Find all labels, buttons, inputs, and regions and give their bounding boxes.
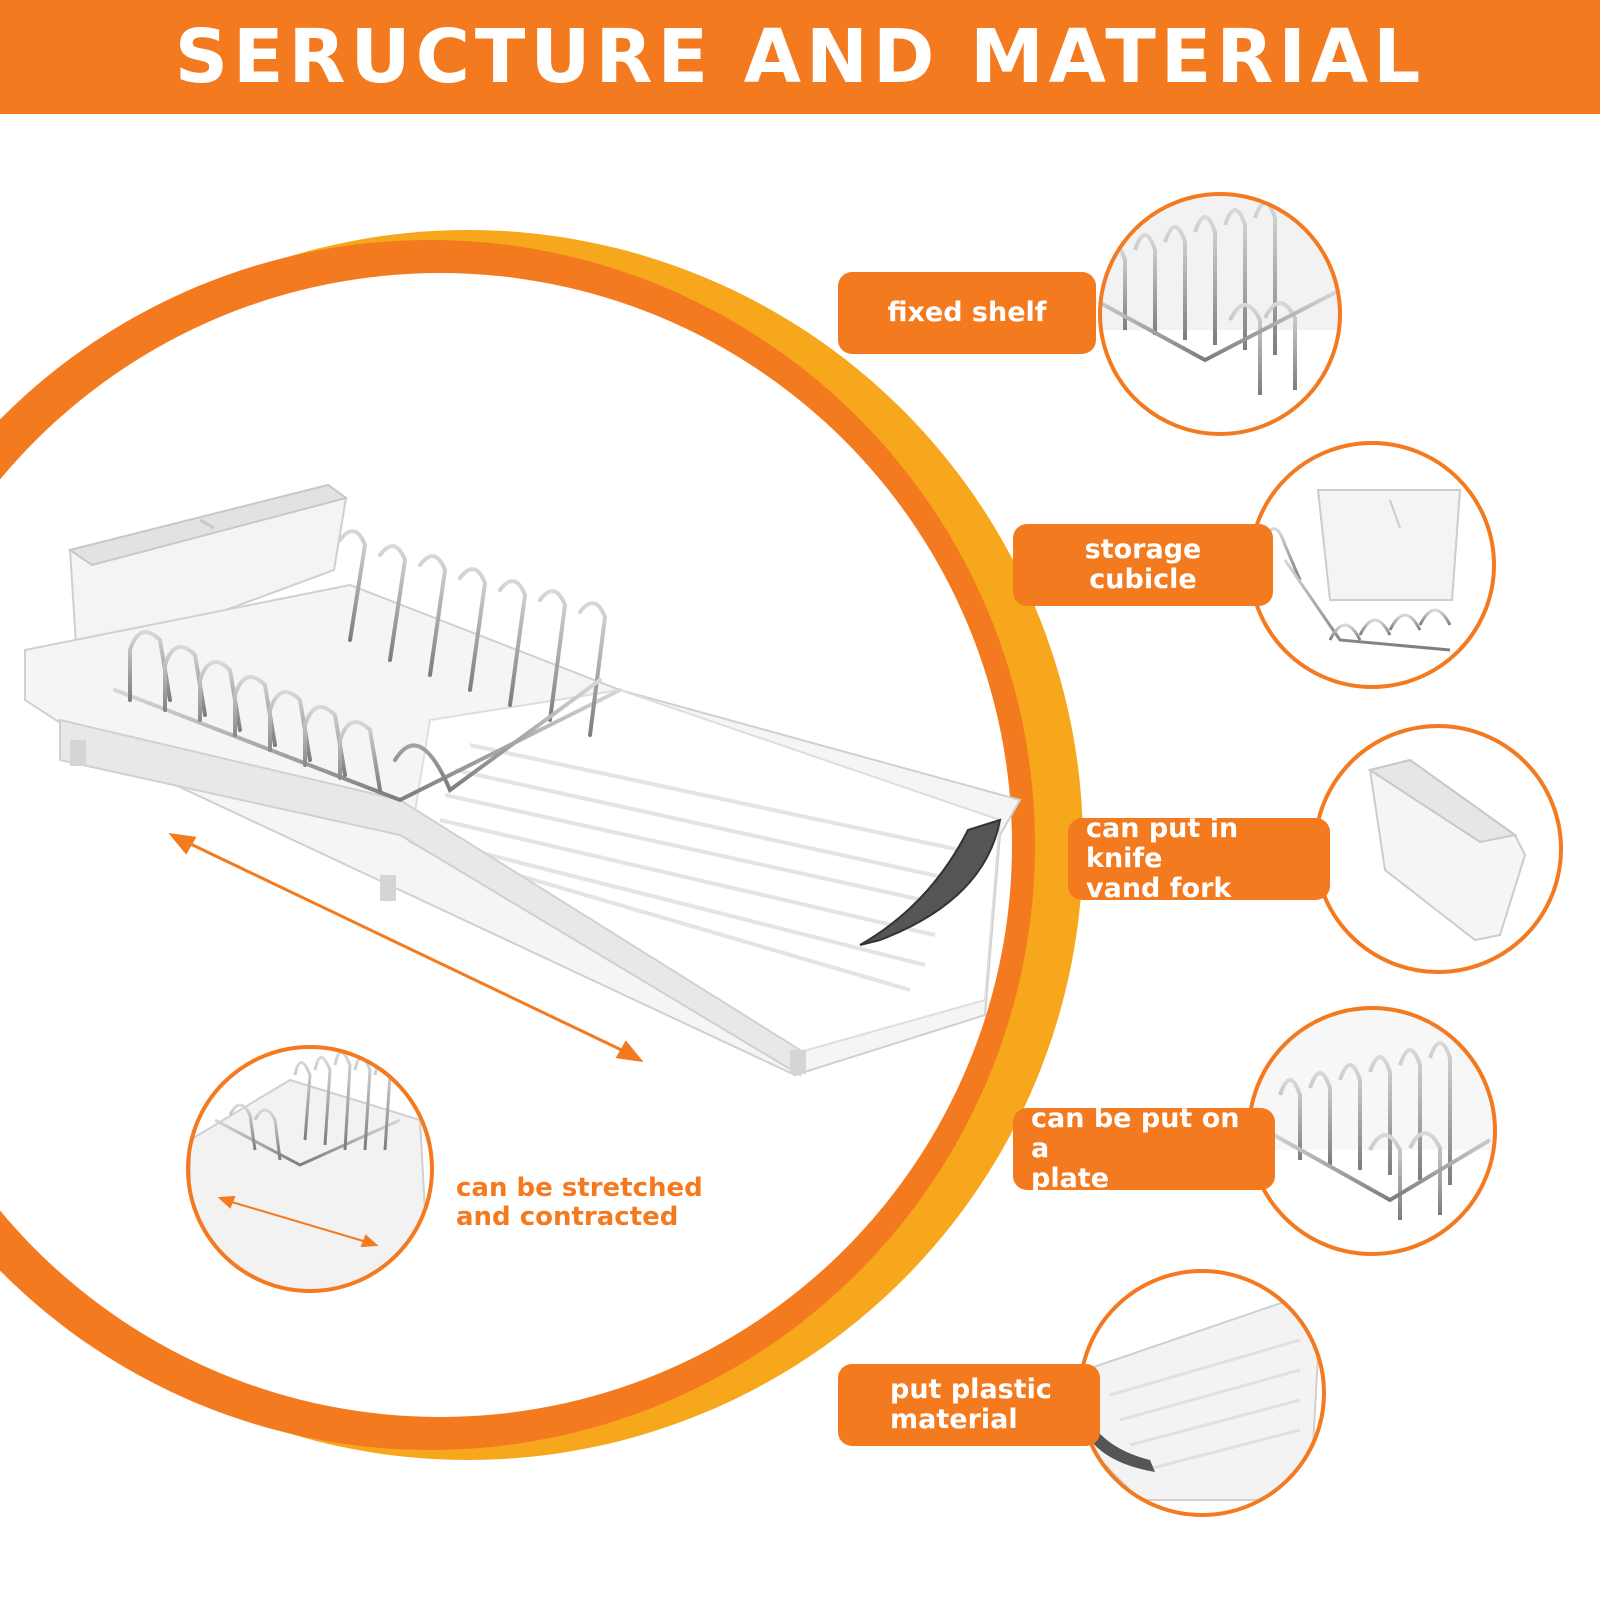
callout-plastic-material: put plastic material [838, 1364, 1100, 1446]
callout-plate: can be put on a plate [1013, 1104, 1275, 1194]
detail-storage-cubicle [1248, 441, 1496, 689]
detail-plate-rack [1247, 1006, 1497, 1256]
detail-utensil-holder [1313, 724, 1563, 974]
stretch-caption: can be stretched and contracted [456, 1173, 703, 1232]
detail-stretch [186, 1045, 434, 1293]
callout-knife-fork: can put in knife vand fork [1068, 814, 1330, 904]
detail-fixed-shelf [1098, 192, 1342, 436]
page-title: SERUCTURE AND MATERIAL [174, 14, 1426, 100]
title-banner: SERUCTURE AND MATERIAL [0, 0, 1600, 114]
callout-fixed-shelf: fixed shelf [838, 272, 1096, 354]
detail-plastic-tray [1078, 1269, 1326, 1517]
dish-rack-product [24, 483, 1022, 1077]
callout-storage-cubicle: storage cubicle [1013, 524, 1273, 606]
